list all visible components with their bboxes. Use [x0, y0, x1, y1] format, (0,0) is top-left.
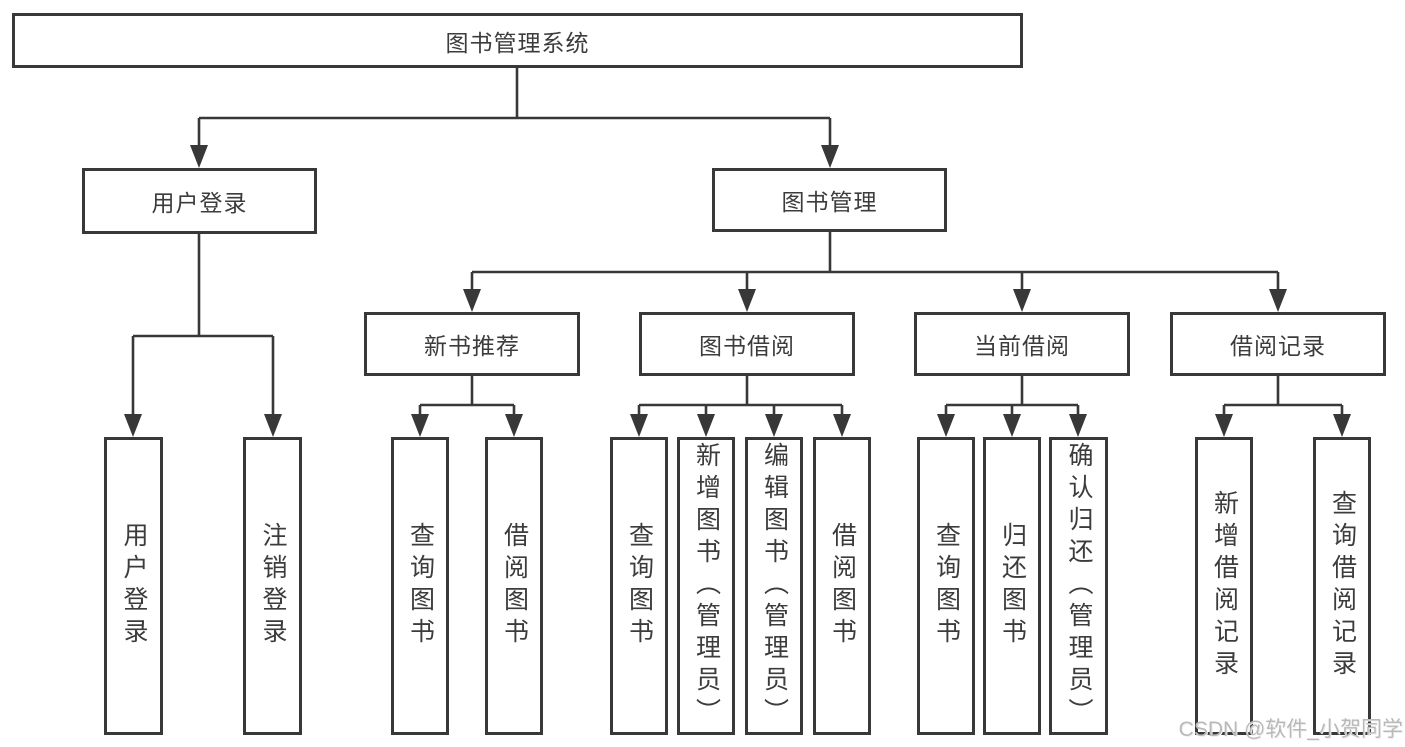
node-label: 用户登录 [151, 190, 248, 216]
node-current-borrow: 当前借阅 [914, 312, 1130, 376]
node-label: 新书推荐 [424, 333, 520, 359]
node-label: 图书管理 [781, 189, 878, 215]
node-label: 当前借阅 [974, 333, 1070, 359]
csdn-watermark: CSDN @软件_小贺同学 [1178, 718, 1403, 741]
leaf-query-book-2: 查询图书 [610, 437, 668, 735]
node-label: 借阅记录 [1230, 333, 1326, 359]
node-book-management-branch: 图书管理 [712, 168, 947, 232]
node-label: 借阅图书 [500, 522, 529, 650]
node-label: 用户登录 [120, 522, 148, 650]
leaf-return-book: 归还图书 [983, 437, 1041, 735]
leaf-logout: 注销登录 [243, 437, 302, 735]
node-label: 确认归还（管理员） [1065, 442, 1093, 730]
leaf-query-book-3: 查询图书 [917, 437, 975, 735]
leaf-query-book-1: 查询图书 [391, 437, 449, 735]
node-label: 查询图书 [932, 522, 961, 650]
node-user-login-branch: 用户登录 [82, 168, 317, 234]
leaf-confirm-return-admin: 确认归还（管理员） [1049, 437, 1108, 735]
leaf-borrow-book-2: 借阅图书 [813, 437, 871, 735]
leaf-add-book-admin: 新增图书（管理员） [677, 437, 735, 735]
node-label: 新增图书（管理员） [692, 442, 721, 730]
node-label: 新增借阅记录 [1210, 490, 1239, 682]
node-label: 注销登录 [259, 522, 287, 650]
node-label: 查询图书 [406, 522, 435, 650]
node-label: 借阅图书 [828, 522, 857, 650]
node-label: 归还图书 [998, 522, 1027, 650]
node-label: 编辑图书（管理员） [760, 442, 789, 730]
leaf-borrow-book-1: 借阅图书 [485, 437, 543, 735]
leaf-user-login: 用户登录 [104, 437, 163, 735]
node-label: 图书借阅 [699, 333, 795, 359]
leaf-edit-book-admin: 编辑图书（管理员） [745, 437, 803, 735]
leaf-query-borrow-record: 查询借阅记录 [1313, 437, 1371, 735]
node-label: 查询借阅记录 [1328, 490, 1357, 682]
node-new-book-recommend: 新书推荐 [364, 312, 580, 376]
node-label: 查询图书 [625, 522, 654, 650]
node-root-library-management-system: 图书管理系统 [12, 13, 1023, 68]
node-borrow-record: 借阅记录 [1170, 312, 1386, 376]
leaf-add-borrow-record: 新增借阅记录 [1195, 437, 1253, 735]
node-book-borrow: 图书借阅 [639, 312, 855, 376]
node-label: 图书管理系统 [445, 29, 590, 56]
